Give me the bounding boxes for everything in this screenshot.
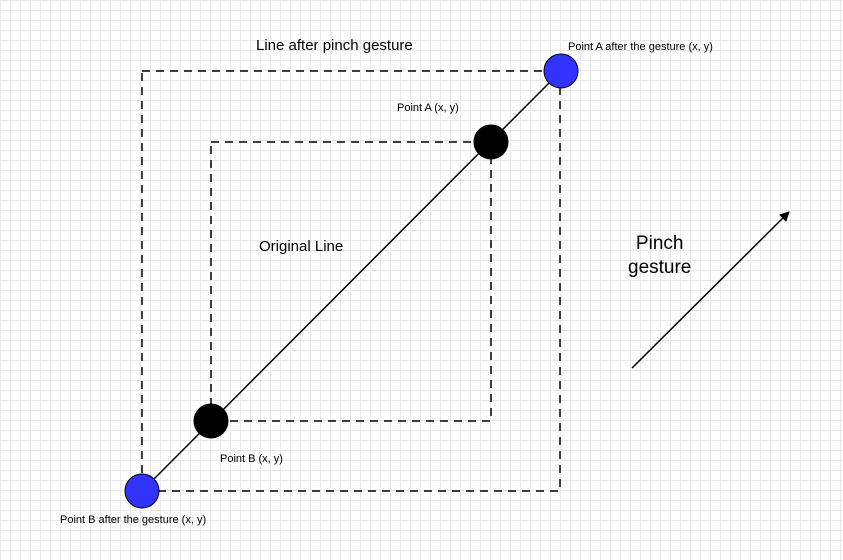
point-b-after-label: Point B after the gesture (x, y) (60, 514, 207, 526)
point-b-marker[interactable] (193, 403, 229, 439)
scaled-box-title: Line after pinch gesture (256, 37, 413, 54)
pinch-gesture-label-line1: Pinch (635, 233, 684, 254)
point-a-after-marker[interactable] (543, 53, 579, 89)
original-bounding-box (210, 141, 492, 422)
original-box-title: Original Line (259, 238, 344, 255)
pinch-gesture-arrow (631, 211, 790, 369)
point-a-after-label: Point A after the gesture (x, y) (568, 41, 713, 53)
point-a-label: Point A (x, y) (397, 102, 459, 114)
pinch-gesture-label-line2: gesture (628, 256, 692, 278)
point-b-after-marker[interactable] (124, 473, 160, 509)
pinch-gesture-label: Pinch gesture (628, 232, 691, 280)
point-a-marker[interactable] (473, 124, 509, 160)
point-b-label: Point B (x, y) (220, 453, 283, 465)
